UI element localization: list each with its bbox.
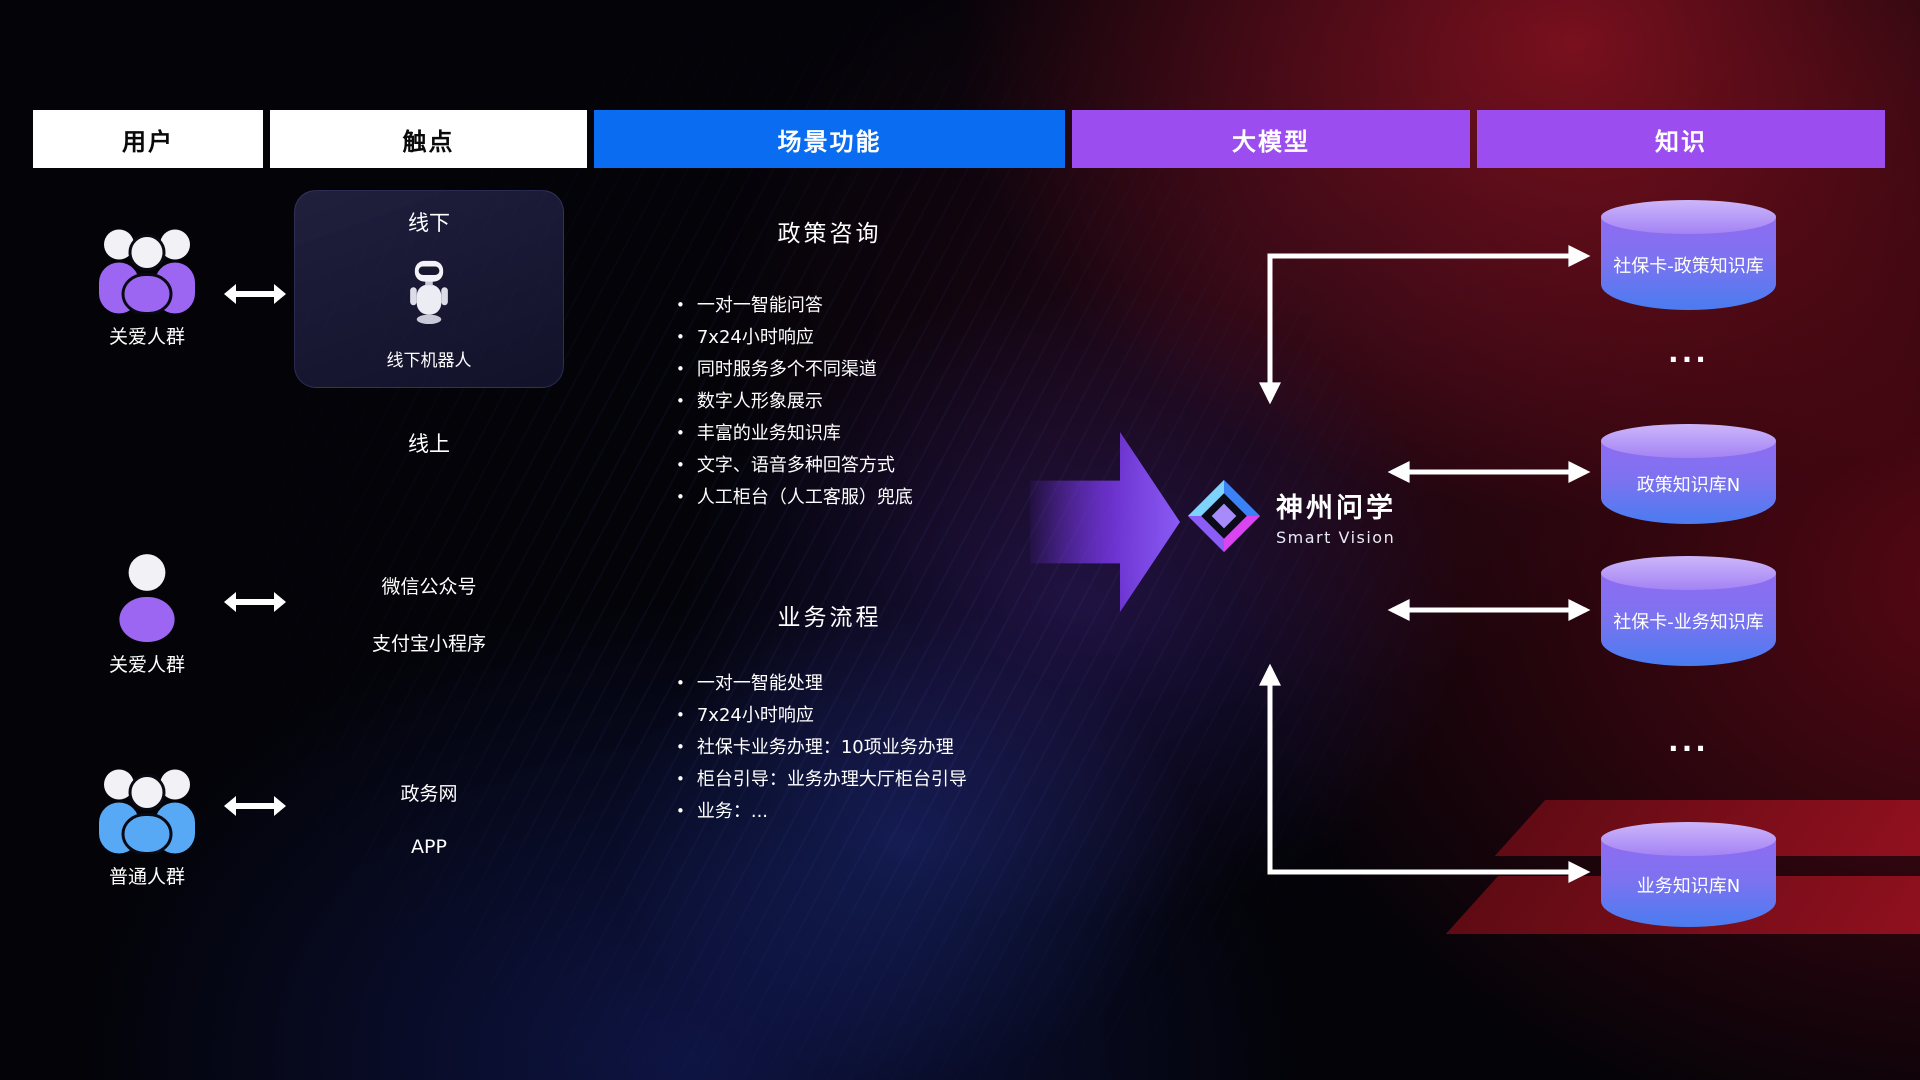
bullet-item: 一对一智能处理: [676, 668, 967, 700]
header-cell-scenarios: 场景功能: [594, 110, 1065, 168]
channel-app: APP: [411, 836, 447, 858]
scenario-business-title: 业务流程: [777, 605, 882, 631]
bullet-item: 业务：...: [676, 796, 967, 828]
user-block-care-group: 关爱人群: [72, 218, 222, 349]
ellipsis-top: ...: [1668, 336, 1709, 369]
bullet-item: 文字、语音多种回答方式: [676, 450, 913, 482]
ellipsis-bottom: ...: [1668, 725, 1709, 758]
brand-text: 神州问学 Smart Vision: [1276, 486, 1396, 547]
robot-label: 线下机器人: [386, 351, 472, 371]
bullet-item: 数字人形象展示: [676, 386, 913, 418]
group-users-icon: [99, 229, 195, 314]
scenario-policy-title: 政策咨询: [777, 221, 882, 247]
user-label: 关爱人群: [108, 326, 185, 348]
policy-bullet-list: 一对一智能问答 7x24小时响应 同时服务多个不同渠道 数字人形象展示 丰富的业…: [676, 290, 913, 514]
database-top: [1601, 822, 1776, 856]
bidirectional-arrow-icon: [224, 796, 286, 816]
group-users-icon: [99, 769, 195, 854]
bullet-item: 丰富的业务知识库: [676, 418, 913, 450]
business-bullet-list: 一对一智能处理 7x24小时响应 社保卡业务办理：10项业务办理 柜台引导：业务…: [676, 668, 967, 828]
bullet-item: 柜台引导：业务办理大厅柜台引导: [676, 764, 967, 796]
header-cell-touchpoints: 触点: [270, 110, 587, 168]
channel-alipay: 支付宝小程序: [371, 633, 486, 655]
header-cell-knowledge: 知识: [1477, 110, 1885, 168]
database-top: [1601, 200, 1776, 234]
model-brand: 神州问学 Smart Vision: [1186, 478, 1396, 554]
bullet-item: 同时服务多个不同渠道: [676, 354, 913, 386]
bullet-item: 人工柜台（人工客服）兜底: [676, 482, 913, 514]
online-title: 线上: [408, 432, 450, 456]
database-label: 社保卡-政策知识库: [1613, 256, 1764, 278]
channel-govweb: 政务网: [400, 783, 458, 805]
user-label: 关爱人群: [108, 654, 185, 676]
single-user-icon: [119, 554, 175, 642]
offline-title: 线下: [408, 211, 450, 235]
brand-logo-icon: [1187, 479, 1261, 553]
user-label: 普通人群: [108, 866, 185, 888]
robot-icon: [410, 260, 448, 324]
header-cell-users: 用户: [33, 110, 263, 168]
header-cell-model: 大模型: [1072, 110, 1470, 168]
bullet-item: 一对一智能问答: [676, 290, 913, 322]
user-block-care-person: 关爱人群: [72, 550, 222, 677]
channel-wechat: 微信公众号: [381, 576, 477, 598]
bullet-item: 7x24小时响应: [676, 322, 913, 354]
database-cylinder-ssc-business: 社保卡-业务知识库: [1601, 556, 1776, 666]
brand-subtitle: Smart Vision: [1276, 527, 1396, 547]
offline-touchpoint-card: 线下 线下机器人: [294, 190, 564, 388]
database-cylinder-ssc-policy: 社保卡-政策知识库: [1601, 200, 1776, 310]
database-cylinder-policy-n: 政策知识库N: [1601, 424, 1776, 524]
bidirectional-arrow-icon: [224, 284, 286, 304]
database-top: [1601, 424, 1776, 458]
database-label: 业务知识库N: [1636, 875, 1741, 897]
brand-name: 神州问学: [1276, 492, 1396, 524]
bidirectional-arrow-icon: [224, 592, 286, 612]
database-label: 政策知识库N: [1636, 475, 1741, 497]
database-cylinder-business-n: 业务知识库N: [1601, 822, 1776, 927]
bullet-item: 社保卡业务办理：10项业务办理: [676, 732, 967, 764]
database-label: 社保卡-业务知识库: [1613, 612, 1764, 634]
bullet-item: 7x24小时响应: [676, 700, 967, 732]
database-top: [1601, 556, 1776, 590]
user-block-general-group: 普通人群: [72, 758, 222, 889]
